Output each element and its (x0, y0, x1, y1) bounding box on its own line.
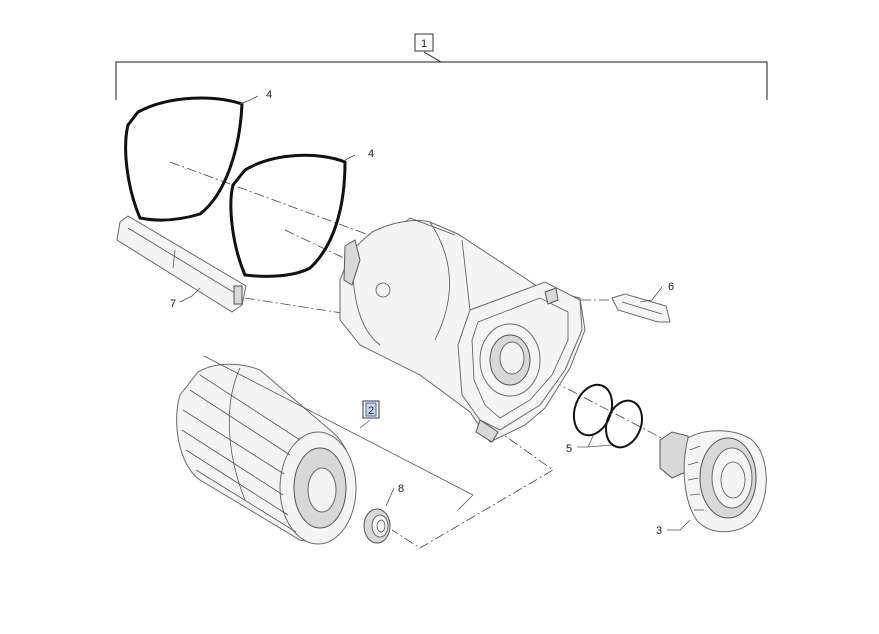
callout-4-rear[interactable]: 4 (266, 89, 272, 101)
gasket-front (229, 153, 347, 278)
callout-7[interactable]: 7 (170, 298, 176, 310)
o-rings (572, 383, 643, 449)
clip-part (611, 293, 671, 323)
callout-2-label: 2 (368, 405, 374, 417)
callout-3[interactable]: 3 (656, 525, 662, 537)
leader-lines (179, 95, 691, 531)
cap-part (659, 430, 767, 533)
callout-4-front[interactable]: 4 (368, 148, 374, 160)
callout-2[interactable]: 2 (362, 400, 380, 419)
bearing-part (363, 508, 391, 544)
callout-1[interactable]: 1 (414, 33, 434, 52)
assembly-bracket (115, 51, 768, 100)
fan-wheel (176, 355, 474, 545)
housing (339, 217, 586, 443)
callout-6[interactable]: 6 (668, 281, 674, 293)
callout-1-label: 1 (421, 38, 427, 50)
callout-5[interactable]: 5 (566, 443, 572, 455)
filter-strip (116, 215, 247, 313)
gasket-rear (124, 96, 244, 222)
callout-8[interactable]: 8 (398, 483, 404, 495)
